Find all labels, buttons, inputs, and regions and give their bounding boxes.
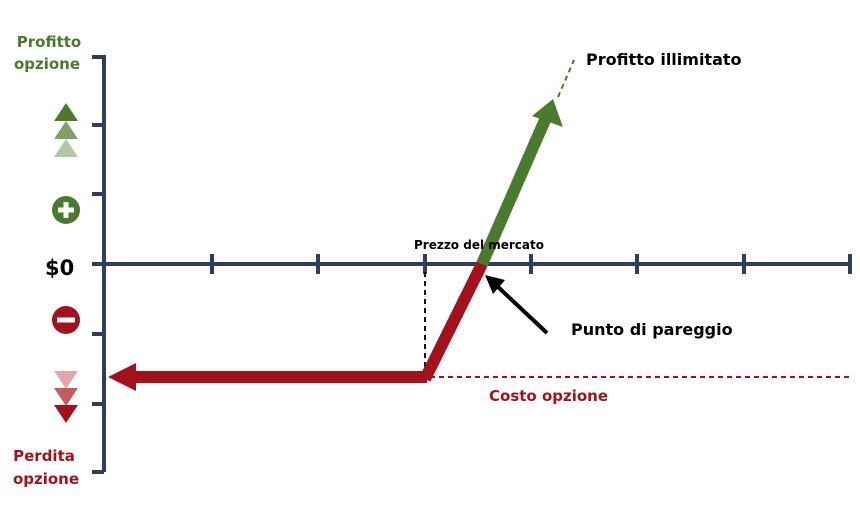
breakeven-pointer-arrowhead — [485, 275, 505, 294]
x-axis-ticks — [210, 254, 852, 274]
triple-up-triangle-icon — [54, 103, 78, 157]
profit-continuation — [557, 59, 575, 98]
loss-arrowhead — [108, 363, 136, 391]
option-cost-label: Costo opzione — [489, 387, 608, 405]
profit-line — [476, 117, 551, 267]
triple-down-triangle-icon — [54, 371, 78, 423]
profit-arrowhead — [532, 99, 563, 127]
loss-axis-label: opzione — [13, 470, 79, 488]
profit-axis-label: opzione — [14, 55, 80, 73]
minus-circle-icon — [52, 306, 80, 334]
unlimited-profit-label: Profitto illimitato — [586, 50, 742, 69]
loss-axis-label: Perdita — [13, 447, 75, 465]
profit-axis-label: Profitto — [17, 33, 81, 51]
zero-label: $0 — [45, 256, 74, 280]
breakeven-pointer-line — [495, 284, 549, 335]
breakeven-label: Punto di pareggio — [571, 320, 733, 339]
loss-rising-line — [419, 261, 488, 382]
plus-circle-icon — [52, 196, 80, 224]
market-price-label: Prezzo del mercato — [414, 238, 544, 252]
